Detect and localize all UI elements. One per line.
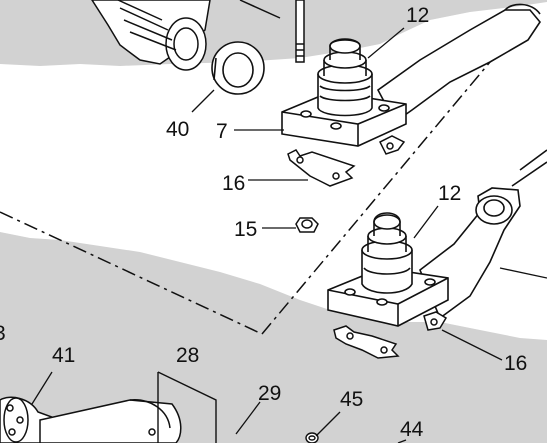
callout-44: 44 xyxy=(400,418,424,441)
small-parts xyxy=(305,432,319,444)
callout-40: 40 xyxy=(166,118,189,141)
callout-29: 29 xyxy=(258,382,281,405)
callout-16-upper: 16 xyxy=(222,172,245,195)
callout-12-lower: 12 xyxy=(438,182,461,205)
callout-28: 28 xyxy=(176,344,199,367)
bottom-gray-band xyxy=(0,232,547,443)
center-lines xyxy=(0,0,491,335)
callout-45: 45 xyxy=(340,388,363,411)
callout-15: 15 xyxy=(234,218,257,241)
gasket-sheet-28 xyxy=(157,371,217,443)
pivot-block-lower xyxy=(327,212,449,327)
bushing-ring-40 xyxy=(211,41,265,95)
upper-arm xyxy=(376,3,541,124)
shim-plate-upper xyxy=(287,135,406,187)
splined-shaft xyxy=(91,0,211,71)
shim-plate-lower xyxy=(333,311,448,359)
pivot-block-upper xyxy=(281,38,407,147)
callout-41: 41 xyxy=(52,344,75,367)
stud-bolt xyxy=(295,0,305,63)
guide-line-right xyxy=(499,267,547,279)
leader-lines xyxy=(31,27,503,444)
callout-7: 7 xyxy=(216,120,228,143)
hex-nut-15 xyxy=(295,217,319,233)
callout-12-upper: 12 xyxy=(406,4,429,27)
guide-line-top xyxy=(239,0,281,19)
callout-3-partial: 3 xyxy=(0,322,6,345)
callout-16-lower: 16 xyxy=(504,352,527,375)
